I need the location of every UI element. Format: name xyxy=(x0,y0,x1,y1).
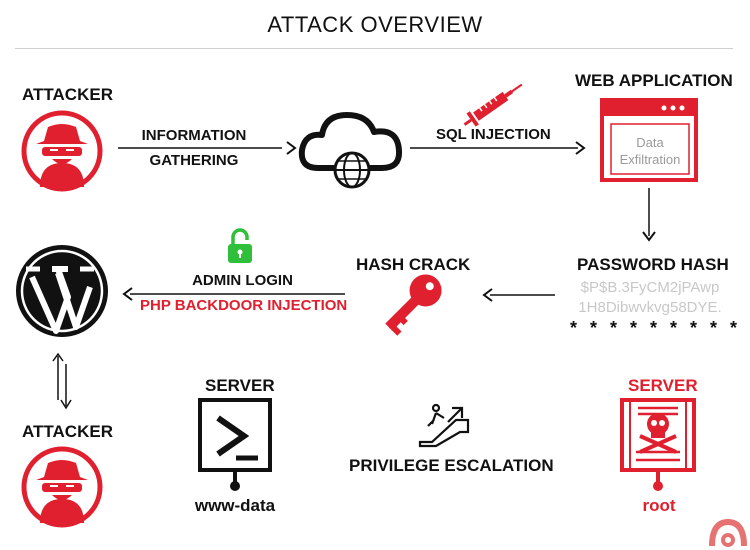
browser-window-icon xyxy=(600,98,698,182)
page-title: ATTACK OVERVIEW xyxy=(267,12,483,37)
hash-masked: * * * * * * * * * xyxy=(570,318,742,338)
server-right-label: SERVER xyxy=(628,376,698,395)
syringe-icon xyxy=(463,83,523,127)
unlock-icon xyxy=(228,228,252,263)
spy-icon xyxy=(21,110,103,192)
title-divider xyxy=(15,48,733,49)
info-arrow-head xyxy=(286,141,297,155)
info-gathering-label-2: GATHERING xyxy=(149,152,239,169)
hash-arrow-head xyxy=(482,288,493,302)
server-left-user: www-data xyxy=(194,496,276,515)
admin-login-label: ADMIN LOGIN xyxy=(192,272,293,289)
hash-line-2: 1H8Dibwvkvg58DYE. xyxy=(578,299,722,316)
attacker-top-label: ATTACKER xyxy=(22,85,113,104)
escalator-icon xyxy=(418,403,470,448)
sql-arrow-head xyxy=(575,141,586,155)
cloud-globe-icon xyxy=(298,112,403,189)
exfil-arrow-head xyxy=(642,231,656,242)
web-application-label: WEB APPLICATION xyxy=(575,71,733,90)
server-right-user: root xyxy=(642,496,676,515)
privilege-escalation-label: PRIVILEGE ESCALATION xyxy=(349,456,554,475)
logo-icon xyxy=(709,518,747,547)
password-hash-label: PASSWORD HASH xyxy=(577,255,729,274)
spy-icon xyxy=(21,446,103,528)
bidirectional-arrow xyxy=(52,352,72,410)
hash-line-1: $P$B.3FyCM2jPAwp xyxy=(580,279,720,296)
server-left-label: SERVER xyxy=(205,376,275,395)
login-arrow-head xyxy=(122,287,133,301)
hash-crack-label: HASH CRACK xyxy=(356,255,471,274)
webapp-text-2: Exfiltration xyxy=(619,152,681,167)
info-gathering-label-1: INFORMATION xyxy=(141,127,247,144)
skull-server-icon xyxy=(620,398,696,491)
attacker-bottom-label: ATTACKER xyxy=(22,422,113,441)
php-backdoor-label: PHP BACKDOOR INJECTION xyxy=(140,297,348,314)
webapp-text-1: Data xyxy=(636,135,664,150)
terminal-icon xyxy=(198,398,272,491)
key-icon xyxy=(385,274,442,336)
sql-injection-label: SQL INJECTION xyxy=(436,126,551,143)
wordpress-icon xyxy=(16,245,108,337)
